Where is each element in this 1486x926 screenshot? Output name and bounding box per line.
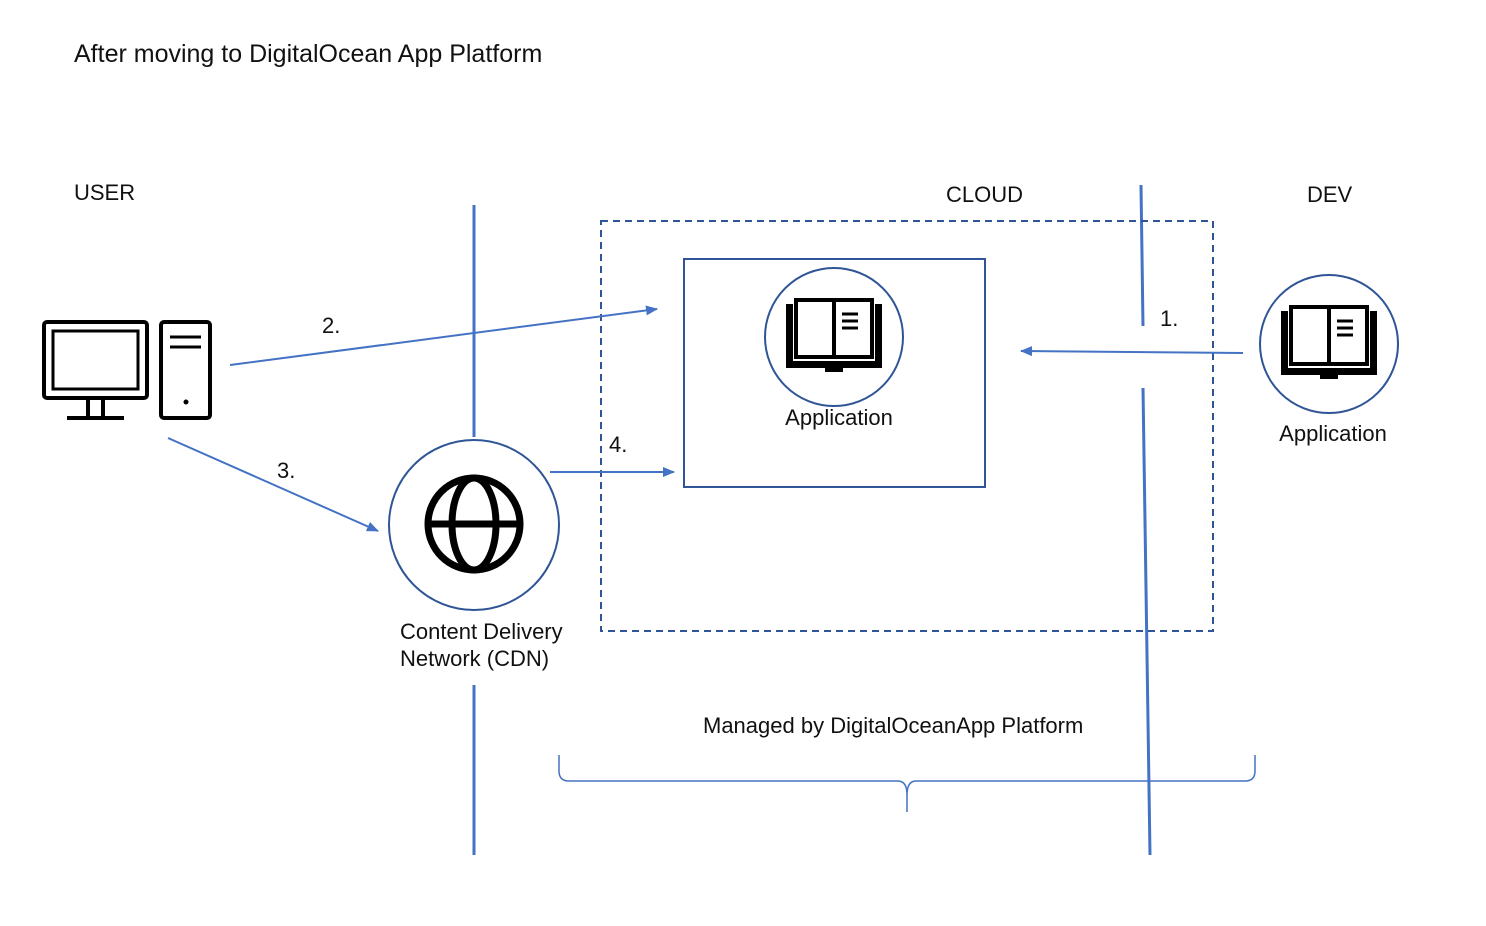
cloud-application-label: Application [785,405,893,430]
arrow-step-1 [1020,346,1244,357]
dev-application-label: Application [1279,421,1387,446]
page-title: After moving to DigitalOcean App Platfor… [74,40,543,68]
zone-label-user: USER [74,180,136,205]
zone-label-cloud: CLOUD [946,182,1024,207]
cdn-label-line2: Network (CDN) [400,646,550,671]
book-icon [786,298,882,372]
arrow-step-2 [229,305,658,366]
globe-icon [424,474,524,574]
step-label-2: 2. [322,313,341,338]
step-label-3: 3. [277,458,296,483]
zone-label-dev: DEV [1307,182,1353,207]
cloud-boundary [600,220,1214,632]
book-icon [1281,305,1377,379]
managed-brace [558,755,1256,812]
managed-label: Managed by DigitalOceanApp Platform [703,713,1084,738]
step-label-4: 4. [609,432,628,457]
arrow-step-3 [167,437,379,532]
step-label-1: 1. [1160,306,1179,331]
cloud-dev-divider-bottom [1141,387,1152,856]
cloud-dev-divider-top [1139,184,1145,327]
cdn-label-line1: Content Delivery [400,619,563,644]
computer-icon [42,320,212,420]
